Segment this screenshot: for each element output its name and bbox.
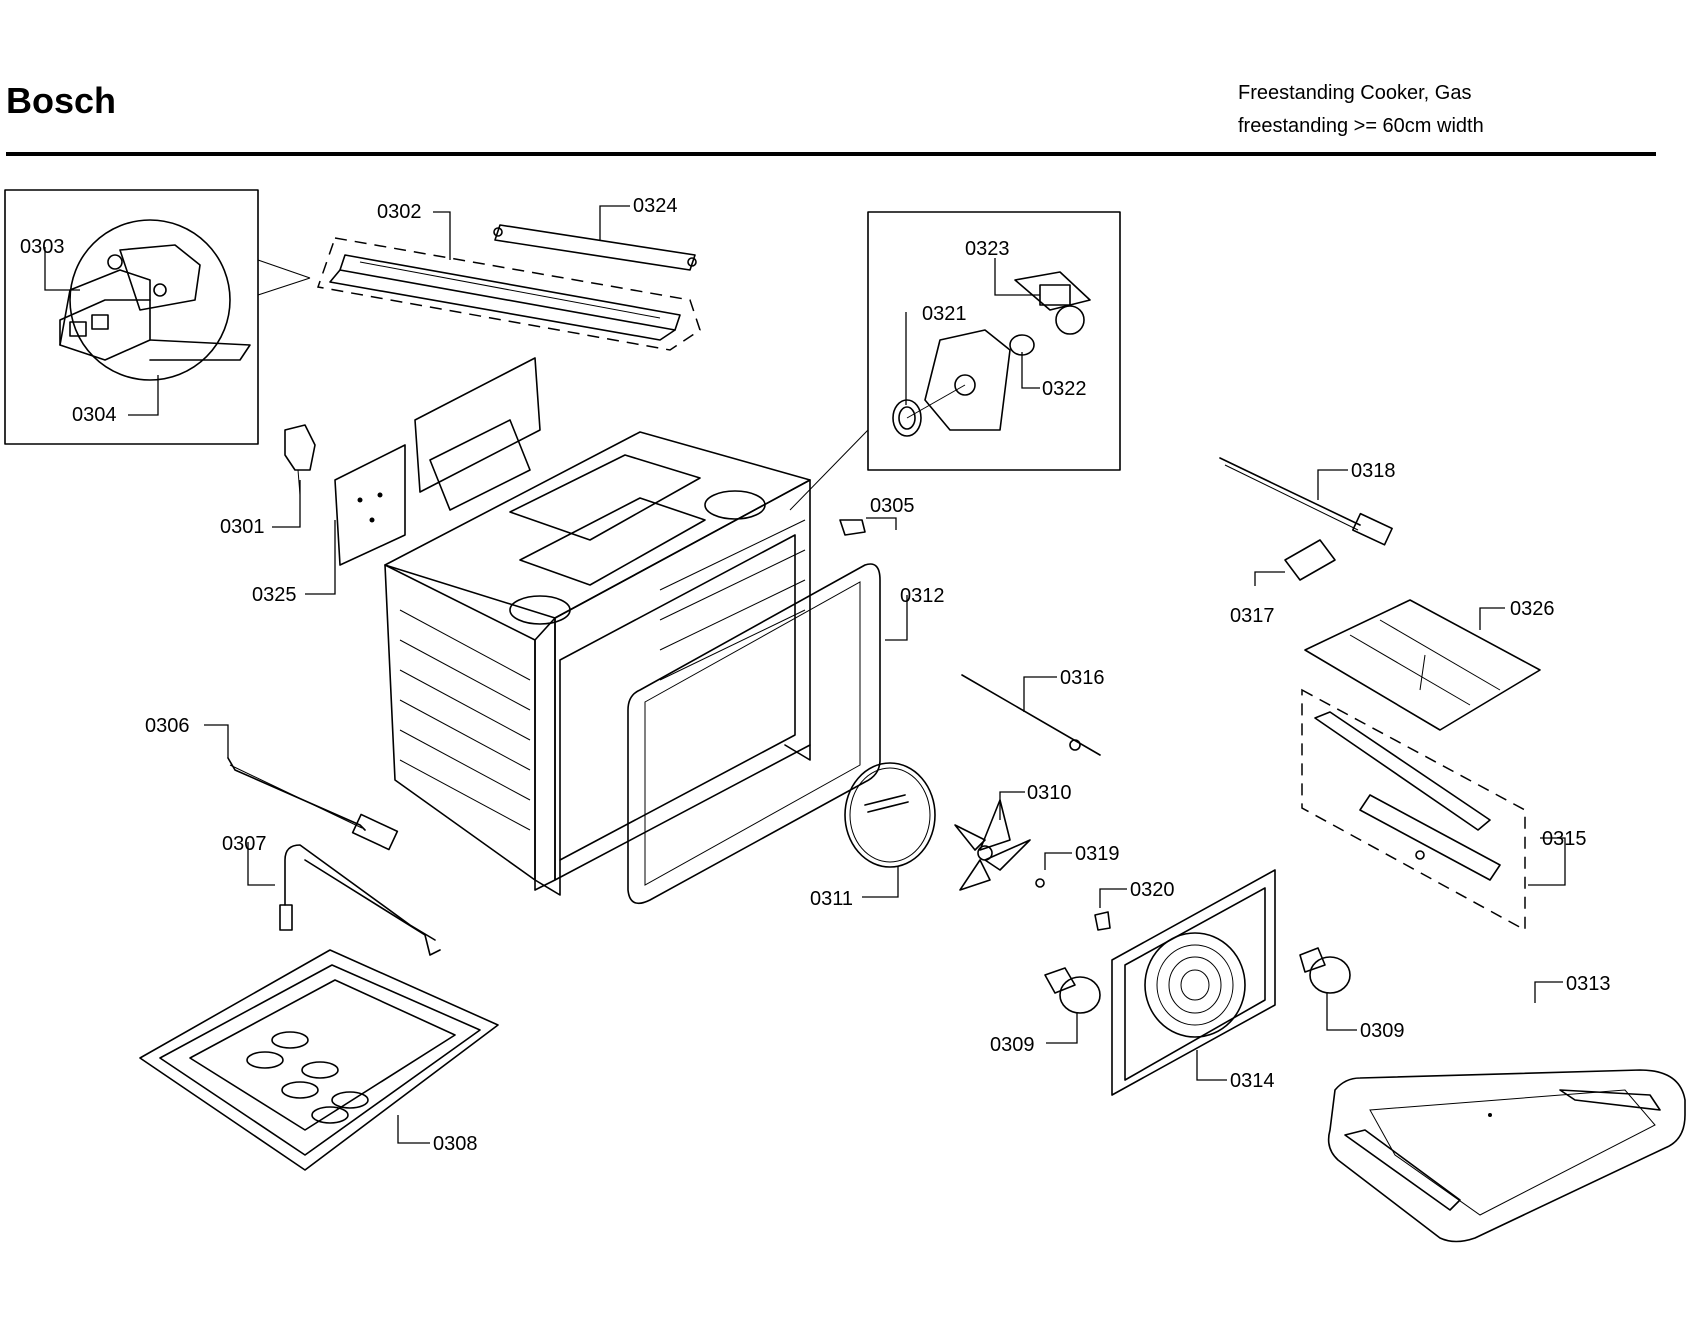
subtitle-line-2: freestanding >= 60cm width (1238, 115, 1484, 137)
callout-0323: 0323 (965, 238, 1010, 260)
callout-0312: 0312 (900, 585, 945, 607)
callout-0313: 0313 (1566, 973, 1611, 995)
callout-0321: 0321 (922, 303, 967, 325)
callout-0324: 0324 (633, 195, 678, 217)
rear-panel-0314 (1111, 869, 1276, 1096)
callout-0319: 0319 (1075, 843, 1120, 865)
callout-0317: 0317 (1230, 605, 1275, 627)
cover-plate-0326 (1304, 599, 1541, 731)
callout-0326: 0326 (1510, 598, 1555, 620)
plate-0317 (1284, 539, 1336, 581)
switch-and-bracket (284, 424, 406, 566)
fan-blade-0310 (954, 799, 1031, 891)
oven-cavity (384, 357, 811, 896)
callout-0320: 0320 (1130, 879, 1175, 901)
tube-0307 (279, 844, 441, 956)
rod-0316 (961, 674, 1101, 756)
callout-0308: 0308 (433, 1133, 478, 1155)
callout-0301: 0301 (220, 516, 265, 538)
subtitle-line-1: Freestanding Cooker, Gas (1238, 82, 1472, 104)
callout-0314: 0314 (1230, 1070, 1275, 1092)
wire-harness-0306 (227, 757, 399, 851)
lamp-0309-left (1044, 967, 1101, 1014)
callout-0325: 0325 (252, 584, 297, 606)
callout-0311: 0311 (810, 888, 853, 910)
callout-0303: 0303 (20, 236, 65, 258)
callout-0310: 0310 (1027, 782, 1072, 804)
callout-0305: 0305 (870, 495, 915, 517)
callout-0309-right: 0309 (1360, 1020, 1405, 1042)
screw-0319 (1035, 878, 1045, 888)
bottom-plate-0313 (1327, 1069, 1686, 1243)
callout-0302: 0302 (377, 201, 422, 223)
callout-0309-left: 0309 (990, 1034, 1035, 1056)
motor-inset (4, 189, 311, 445)
top-rail-group (317, 224, 701, 351)
header-rule (6, 152, 1656, 156)
wire-harness-0318 (1219, 457, 1393, 546)
callout-0318: 0318 (1351, 460, 1396, 482)
thermostat-inset (789, 211, 1121, 511)
callout-0322: 0322 (1042, 378, 1087, 400)
door-seal (627, 563, 881, 905)
callout-0307: 0307 (222, 833, 267, 855)
tray-0308 (139, 949, 499, 1171)
clip-0320 (1094, 911, 1111, 931)
brand-title: Bosch (6, 80, 117, 121)
callout-0315: 0315 (1542, 828, 1587, 850)
callout-0306: 0306 (145, 715, 190, 737)
lamp-0309-right (1299, 947, 1351, 994)
element-0315 (1301, 688, 1526, 932)
ring-element-0311 (844, 762, 936, 868)
callout-0316: 0316 (1060, 667, 1105, 689)
callout-0304: 0304 (72, 404, 117, 426)
clip-0305 (839, 519, 866, 536)
